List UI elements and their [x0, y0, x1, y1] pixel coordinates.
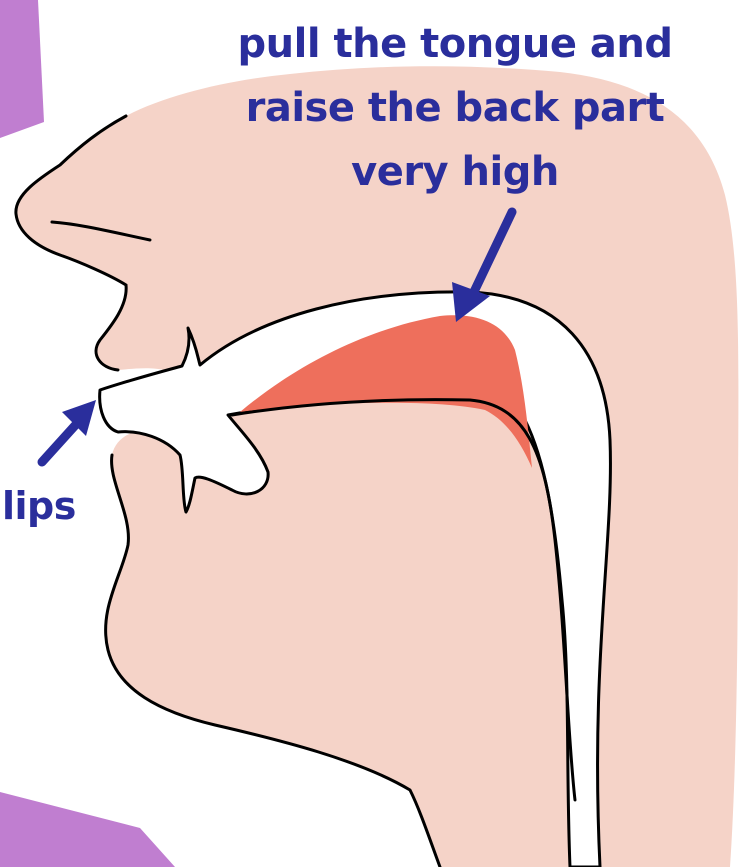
lips-label: lips [2, 482, 76, 530]
lips-arrow [42, 400, 96, 462]
corner-decoration-top-left [0, 0, 44, 138]
caption-line-2: raise the back part [200, 76, 710, 140]
caption-line-1: pull the tongue and [200, 12, 710, 76]
caption-line-3: very high [200, 140, 710, 204]
tongue-instruction-caption: pull the tongue and raise the back part … [200, 12, 710, 204]
corner-decoration-bottom-left [0, 792, 175, 867]
